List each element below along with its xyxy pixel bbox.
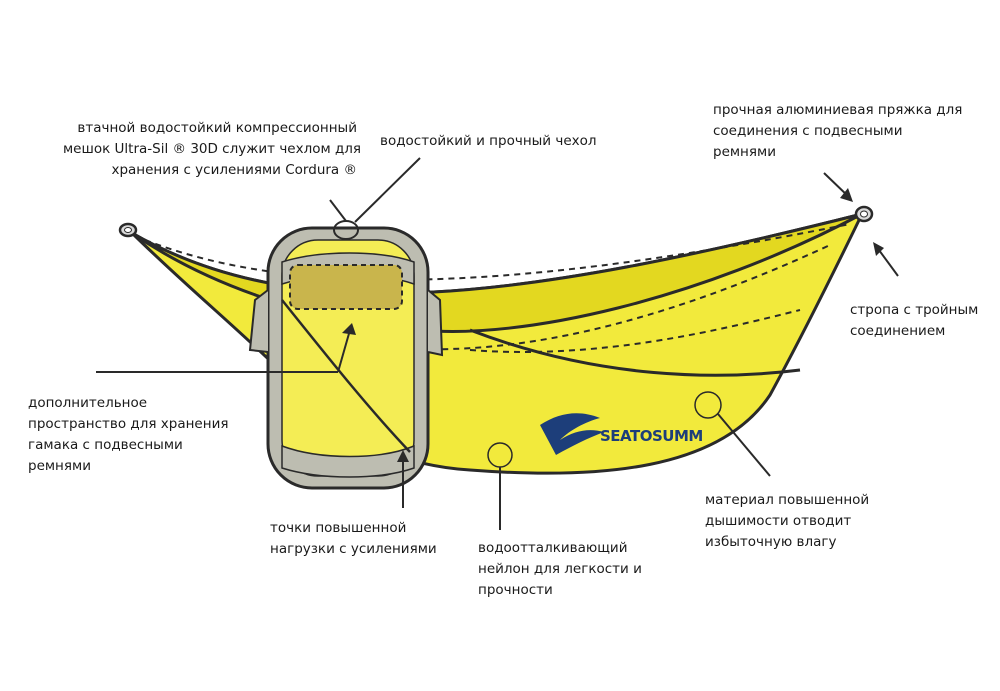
hammock-fold xyxy=(469,328,801,377)
bag-diagonal xyxy=(281,299,411,453)
label-compression-bag: втачной водостойкий компрессионный мешок… xyxy=(63,120,362,178)
storage-pocket xyxy=(289,264,403,310)
leader-breathable xyxy=(717,413,771,477)
brand-text: SEATOSUMM xyxy=(600,427,703,445)
left-buckle-icon xyxy=(118,222,138,238)
arrow-buckle-icon xyxy=(840,188,853,202)
stitch-line-top xyxy=(144,223,851,281)
label-nylon: водоотталкивающий нейлон для легкости и … xyxy=(478,540,642,598)
label-stress-points: точки повышенной нагрузки с усилениями xyxy=(270,520,437,557)
brand-wave-icon xyxy=(540,413,604,455)
arrow-stress-icon xyxy=(397,450,409,462)
label-breathable: материал повышенной дышимости отводит из… xyxy=(705,492,870,550)
bag-left-handle xyxy=(248,289,269,353)
leader-extra-storage-diag xyxy=(337,329,351,373)
brand-logo: SEATOSUMM xyxy=(540,413,703,455)
breathable-callout-circle xyxy=(694,391,722,419)
label-cover: водостойкий и прочный чехол xyxy=(380,133,597,149)
leader-cover xyxy=(354,157,421,223)
label-extra-storage: дополнительное пространство для хранения… xyxy=(28,395,229,474)
bag-bottom-band xyxy=(281,444,415,478)
leader-lines xyxy=(96,157,899,530)
label-triple-strap: стропа с тройным соединением xyxy=(850,302,979,339)
stitch-line-lower xyxy=(469,309,801,353)
leader-compression xyxy=(329,199,347,222)
arrow-extra-storage-icon xyxy=(342,323,356,335)
bag-right-handle xyxy=(427,289,444,357)
right-buckle-icon xyxy=(854,205,874,223)
arrow-strap-icon xyxy=(873,242,884,256)
label-buckle: прочная алюминиевая пряжка для соединени… xyxy=(713,102,963,160)
stuff-sack xyxy=(248,220,444,490)
stitch-line-bottom xyxy=(289,244,831,351)
